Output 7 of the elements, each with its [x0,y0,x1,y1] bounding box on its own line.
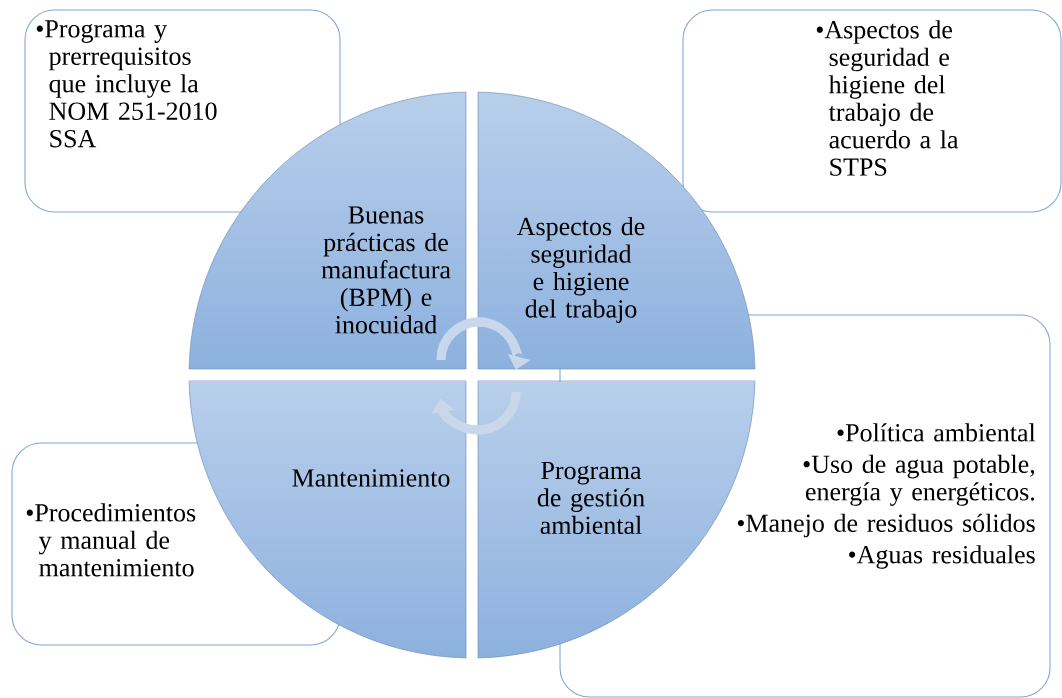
bullet-item: •Política ambiental [837,423,1036,442]
bullet-item: •Aguas residuales [849,545,1035,569]
bullet-item: •Uso de agua potable, energía y energéticos. [803,454,1035,506]
bullet-item: •Aspectos de seguridad e higiene del trabajo de acuerdo a la STPS [816,20,959,176]
cycle-arrow [431,391,521,435]
quadrant-segment: Aspectos de seguridad e higiene del trabajo [477,91,756,370]
text-box [682,9,1062,213]
